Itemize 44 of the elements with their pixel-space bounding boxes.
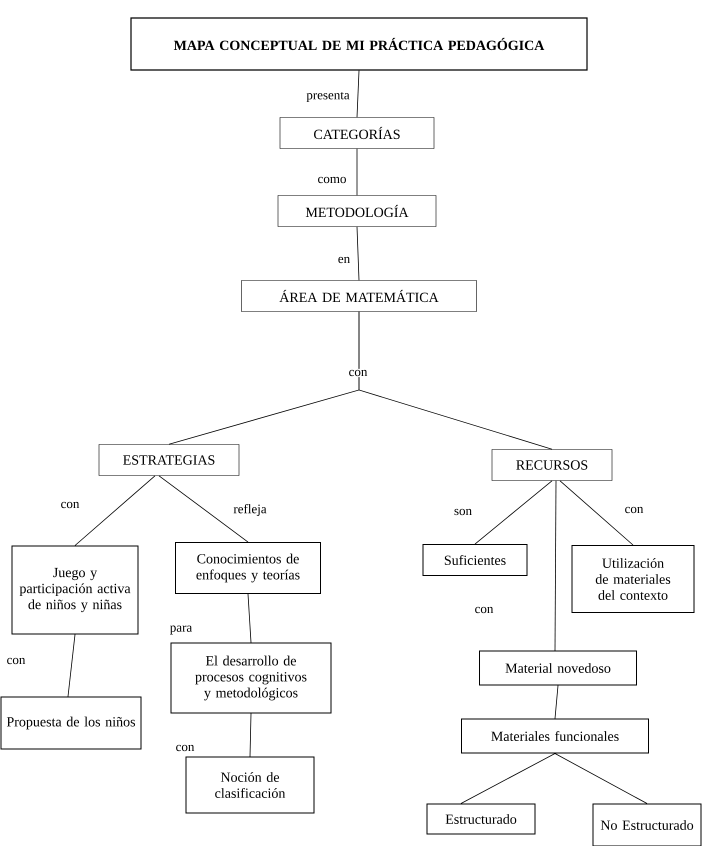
edge-label: en <box>336 256 352 264</box>
connector-line <box>358 311 552 450</box>
edge-label: con <box>60 500 80 510</box>
edge-label: para <box>168 624 194 636</box>
edge-label: refleja <box>232 503 268 517</box>
concept-box: Utilización de materiales del contexto <box>572 545 694 613</box>
concept-box: Conocimientos de enfoques y teorías <box>175 542 321 594</box>
concept-box: Materiales funcionales <box>461 718 649 754</box>
connector-line <box>474 480 552 544</box>
concept-box: Suficientes <box>422 544 528 576</box>
edge-label: con <box>174 744 196 752</box>
concept-box: Noción de clasificación <box>186 756 314 814</box>
connector-line <box>554 480 556 651</box>
title-box: MAPA CONCEPTUAL DE MI PRÁCTICA PEDAGÓGICA <box>130 17 588 71</box>
concept-box: CATEGORÍAS <box>280 117 434 149</box>
connector-line <box>554 753 648 804</box>
connector-line <box>560 480 634 546</box>
connector-line <box>356 70 360 118</box>
connector-line <box>158 475 248 542</box>
concept-box: Material novedoso <box>479 650 637 686</box>
connector-line <box>460 753 556 804</box>
connector-line <box>68 634 76 697</box>
edge-label: con <box>474 606 494 614</box>
connector-line <box>250 713 252 757</box>
connector-line <box>356 226 360 281</box>
concept-box: ESTRATEGIAS <box>98 444 240 476</box>
concept-box: Juego y participación activa de niños y niñas <box>12 546 138 634</box>
connector-line <box>554 685 558 719</box>
connector-line <box>248 594 252 643</box>
connector-line <box>356 148 358 196</box>
connector-line <box>74 475 156 546</box>
concept-box: El desarrollo de procesos cognitivos y metodológicos <box>170 642 332 714</box>
edge-label: como <box>316 176 348 184</box>
concept-box: Propuesta de los niños <box>0 696 142 750</box>
concept-box: Estructurado <box>426 804 536 834</box>
concept-box: No Estructurado <box>592 804 702 846</box>
concept-box: RECURSOS <box>492 449 612 481</box>
edge-label: son <box>452 508 474 516</box>
concept-box: METODOLOGÍA <box>278 195 436 227</box>
edge-label: con <box>348 368 368 378</box>
edge-label: presenta <box>305 90 351 104</box>
edge-label: con <box>624 506 644 514</box>
concept-box: ÁREA DE MATEMÁTICA <box>241 280 477 312</box>
edge-label: con <box>6 656 26 666</box>
